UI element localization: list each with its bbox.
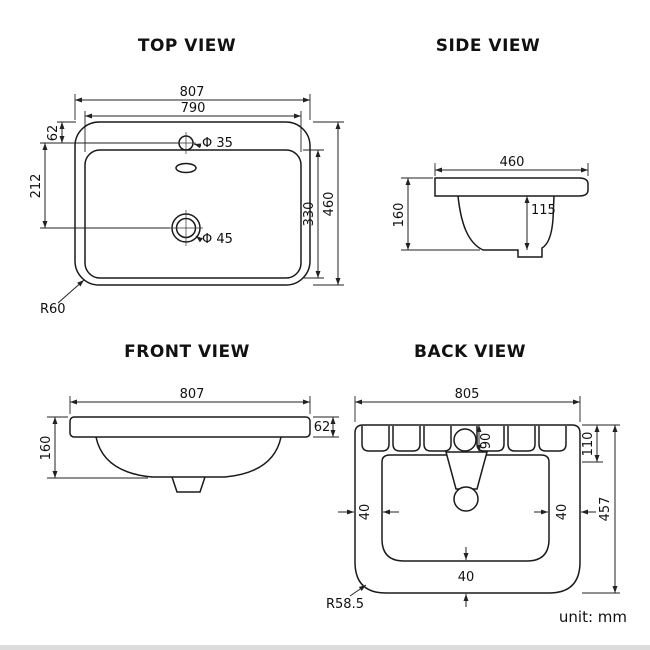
dim-back-rim-band-height: 110 [581,432,596,457]
top-view-title: TOP VIEW [138,36,236,56]
dim-back-wall-left: 40 [358,504,373,521]
back-drain-hole [453,486,479,512]
front-rim-profile [69,416,311,438]
overflow-slot [175,162,197,174]
unit-label: unit: mm [559,608,627,626]
back-rim-tab [392,426,421,452]
front-view: FRONT VIEW 807 62 160 [39,342,339,493]
back-faucet-mount [445,451,488,490]
dim-back-wall-bottom: 40 [458,570,475,585]
dim-front-width: 807 [180,387,205,402]
corner-radius-leader [57,279,85,304]
dim-side-depth: 460 [500,155,525,170]
dim-side-bowl-depth: 115 [531,203,556,218]
dim-top-inner-width: 790 [181,101,206,116]
dim-side-overall-height: 160 [392,203,407,228]
basin-inner-bowl-outline [84,149,302,279]
back-rim-tab [507,426,536,452]
dim-front-overall-height: 160 [39,436,54,461]
dim-front-rim-height: 62 [314,420,331,435]
back-rim-tab [423,426,452,452]
back-inner-outline [381,454,550,562]
back-outer-outline [354,424,581,594]
back-view: BACK VIEW 805 90 110 457 [326,342,620,612]
dim-back-wall-right: 40 [555,504,570,521]
dim-back-overall-height: 457 [598,497,613,522]
dim-top-faucet-offset: 62 [46,125,61,142]
dim-drain-hole-diameter: Φ 45 [202,232,233,247]
dim-back-corner-radius: R58.5 [326,597,364,612]
dim-top-faucet-to-drain: 212 [29,174,44,199]
back-view-title: BACK VIEW [414,342,526,362]
dim-faucet-hole-diameter: Φ 35 [202,136,233,151]
front-bowl-profile [95,436,282,478]
back-rim-tab [538,426,567,452]
back-rim-tab [361,426,390,452]
dim-back-faucet-drop: 90 [479,433,494,450]
dim-top-outer-width: 807 [180,85,205,100]
back-corner-radius-leader [349,584,367,597]
faucet-hole-leader [193,143,202,149]
back-faucet-hole [453,428,477,452]
side-view: SIDE VIEW 460 160 115 [392,36,589,258]
top-view: TOP VIEW Φ 35 Φ 45 807 790 62 [29,36,344,317]
side-rim-profile [434,177,589,197]
side-bowl-profile [457,195,555,258]
footer-bar [0,645,650,650]
basin-outer-outline [74,121,311,286]
dim-back-width: 805 [455,387,480,402]
dim-top-overall-depth: 460 [322,192,337,217]
dim-top-corner-radius: R60 [40,302,66,317]
drain-hole-leader [195,235,204,243]
front-view-title: FRONT VIEW [124,342,250,362]
side-view-title: SIDE VIEW [436,36,541,56]
front-drain-stub [171,476,206,493]
dim-top-inner-depth: 330 [302,202,317,227]
